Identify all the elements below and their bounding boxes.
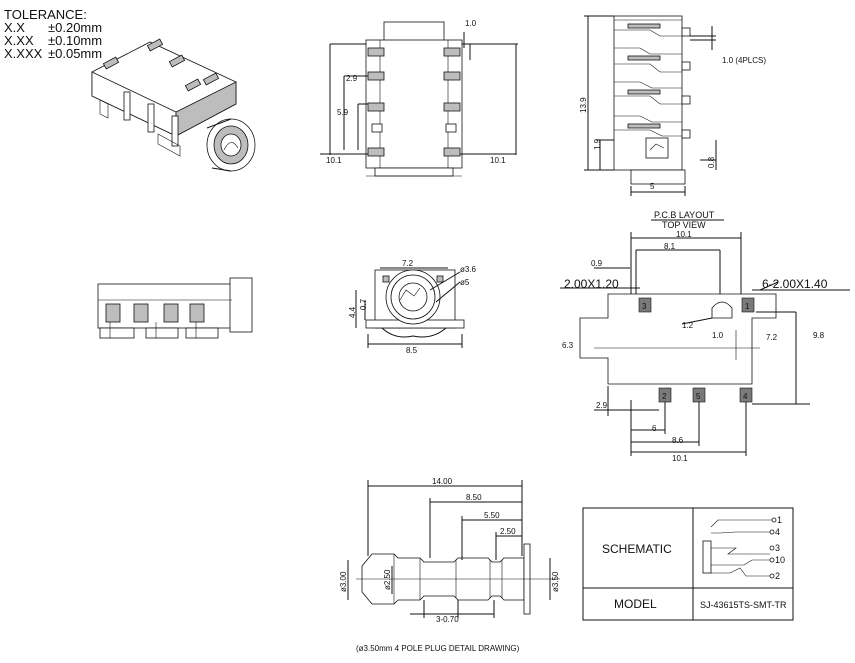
dim-label: 14.00 [432,477,453,486]
dim-label: 10.1 [490,156,506,165]
pcb-subtitle: TOP VIEW [662,220,706,230]
tolerance-title: TOLERANCE: [4,7,87,22]
dim-label: ø3.6 [460,265,477,274]
dim-label: 5.50 [484,511,500,520]
dim-label: 6.3 [562,341,574,350]
dim-label: 1.0 [712,331,724,340]
dim-label: 10.1 [676,230,692,239]
pad-number: 4 [743,392,748,401]
dim-label: 10.1 [672,454,688,463]
dim-label: 2.9 [596,401,608,410]
tolerance-block: TOLERANCE: X.X±0.20mm X.XX±0.10mm X.XXX±… [4,8,102,60]
pin-number: 2 [775,571,780,581]
isometric-view [91,38,256,172]
dim-label: 10.1 [326,156,342,165]
plug-drawing [347,480,560,618]
dim-label: 1.0 (4PLCS) [722,56,766,65]
pcb-title: P.C.B LAYOUT [654,210,715,220]
pin-number: 1 [777,515,782,525]
front-view [355,267,465,348]
dim-label: 1.0 [465,19,477,28]
dim-label: ø5 [460,278,470,287]
dim-label: 2.9 [346,74,358,83]
schematic-label: SCHEMATIC [602,542,672,556]
dim-label: 7.2 [766,333,778,342]
pin-number: 4 [775,527,780,537]
dim-label: 4.4 [348,306,357,318]
pad-number: 2 [662,392,667,401]
tolerance-row: X.XX±0.10mm [4,33,103,48]
side-view [584,15,717,196]
model-label: MODEL [614,597,657,611]
dim-label: 8.1 [664,242,676,251]
pcb-layout [560,219,850,456]
dim-label: 2.00X1.20 [564,277,619,291]
dim-label: 1.9 [593,138,602,150]
dim-label: 3-0.70 [436,615,459,624]
dim-label: 8.6 [672,436,684,445]
dim-label: 6 [652,424,657,433]
dim-label: 8.5 [406,346,418,355]
pad-number: 5 [696,392,701,401]
pad-number: 3 [642,302,647,311]
tolerance-row: X.X±0.20mm [4,20,103,35]
dim-label: 1.2 [682,321,694,330]
dim-label: ø3.50 [551,571,560,592]
model-value: SJ-43615TS-SMT-TR [700,600,787,610]
dim-label: 0.7 [359,298,368,310]
dim-label: 2.50 [500,527,516,536]
dim-label: 7.2 [402,259,414,268]
dim-label: ø2.50 [383,569,392,590]
dim-label: 8.50 [466,493,482,502]
dim-label: ø3.00 [339,571,348,592]
dim-label: 0.8 [707,156,716,168]
schematic-table [582,507,794,621]
top-view [320,21,518,177]
dim-label: 13.9 [579,97,588,113]
tolerance-row: X.XXX±0.05mm [4,46,103,61]
dim-label: 5 [650,182,655,191]
pin-number: 10 [775,555,785,565]
long-side-view [97,277,253,339]
pin-number: 3 [775,543,780,553]
pad-number: 1 [745,302,750,311]
dim-label: 9.8 [813,331,825,340]
plug-caption: (ø3.50mm 4 POLE PLUG DETAIL DRAWING) [356,644,520,653]
dim-label: 5.9 [337,108,349,117]
dim-label: 0.9 [591,259,603,268]
dim-label: 6-2.00X1.40 [762,277,828,291]
